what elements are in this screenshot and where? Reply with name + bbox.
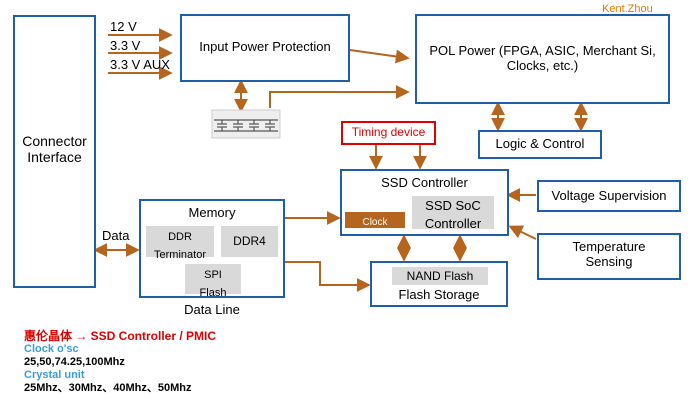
- notes-heading: 惠伦晶体 → SSD Controller / PMIC: [24, 329, 217, 343]
- timing-device-block: Timing device: [341, 121, 436, 145]
- arrow-memory-to-flash: [285, 261, 371, 292]
- label-12v: 12 V: [110, 19, 137, 34]
- pol-power-label: POL Power (FPGA, ASIC, Merchant Si, Cloc…: [429, 43, 656, 73]
- temperature-sensing-block: Temperature Sensing: [537, 233, 681, 280]
- memory-block: Memory DDR Terminator DDR4 SPI Flash: [139, 199, 285, 299]
- crystal-unit-title: Crystal unit: [24, 369, 85, 381]
- logic-control-label: Logic & Control: [495, 136, 585, 151]
- ddr-terminator-chip: DDR Terminator: [146, 226, 214, 261]
- temperature-sensing-label: Temperature Sensing: [572, 239, 646, 269]
- ssd-soc-controller-chip: SSD SoC Controller: [412, 196, 494, 232]
- ssd-soc-controller-label: SSD SoC Controller: [424, 198, 482, 232]
- nand-flash-chip: NAND Flash: [392, 267, 488, 285]
- arrow-input-to-pol: [349, 49, 410, 64]
- ddr4-label: DDR4: [233, 234, 266, 248]
- crystal-unit-values: 25Mhz、30Mhz、40Mhz、50Mhz: [24, 382, 192, 394]
- arrow-caps-to-pol: [269, 85, 410, 108]
- spi-flash-label: SPI Flash: [199, 269, 227, 300]
- author-label: Kent.Zhou: [602, 3, 653, 15]
- input-power-protection-block: Input Power Protection: [180, 14, 350, 82]
- connector-interface-block: Connector Interface: [13, 15, 96, 288]
- nand-flash-label: NAND Flash: [406, 269, 474, 283]
- arrow-temp-to-ssd: [508, 225, 537, 240]
- ddr-terminator-label: DDR Terminator: [154, 231, 206, 262]
- clock-chip: Clock: [345, 212, 405, 228]
- logic-control-block: Logic & Control: [478, 130, 602, 159]
- memory-label: Memory: [188, 205, 236, 220]
- connector-interface-label: Connector Interface: [22, 133, 87, 166]
- flash-storage-label: Flash Storage: [398, 287, 480, 302]
- capacitor-bank-icon: [211, 109, 281, 139]
- flash-storage-block: NAND Flash Flash Storage: [370, 261, 508, 307]
- clock-osc-values: 25,50,74.25,100Mhz: [24, 356, 125, 368]
- data-label: Data: [102, 228, 130, 243]
- supplier-notes: 惠伦晶体 → SSD Controller / PMIC Clock o'sc …: [24, 330, 216, 395]
- data-line-label: Data Line: [184, 302, 240, 317]
- voltage-supervision-block: Voltage Supervision: [537, 180, 681, 212]
- ssd-controller-block: SSD Controller Clock SSD SoC Controller: [340, 169, 509, 236]
- input-power-protection-label: Input Power Protection: [199, 39, 331, 54]
- clock-osc-title: Clock o'sc: [24, 343, 79, 355]
- label-3v3: 3.3 V: [110, 38, 141, 53]
- pol-power-block: POL Power (FPGA, ASIC, Merchant Si, Cloc…: [415, 14, 670, 104]
- label-3v3-aux: 3.3 V AUX: [110, 57, 170, 72]
- voltage-supervision-label: Voltage Supervision: [551, 188, 667, 203]
- ssd-controller-label: SSD Controller: [381, 175, 468, 190]
- ddr4-chip: DDR4: [221, 226, 278, 257]
- timing-device-label: Timing device: [351, 125, 426, 139]
- clock-label: Clock: [362, 217, 388, 228]
- spi-flash-chip: SPI Flash: [185, 264, 241, 299]
